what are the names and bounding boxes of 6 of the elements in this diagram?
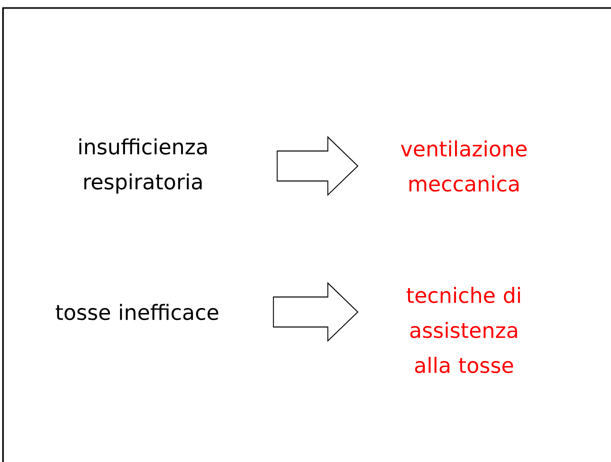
block-arrow: [272, 282, 358, 342]
text-label: tecniche di assistenza alla tosse: [406, 286, 520, 374]
text-label: tosse inefficace: [56, 304, 218, 320]
text-label: ventilazione meccanica: [400, 140, 527, 192]
block-arrow: [276, 136, 358, 196]
text-label: insufficienza respiratoria: [79, 138, 207, 194]
